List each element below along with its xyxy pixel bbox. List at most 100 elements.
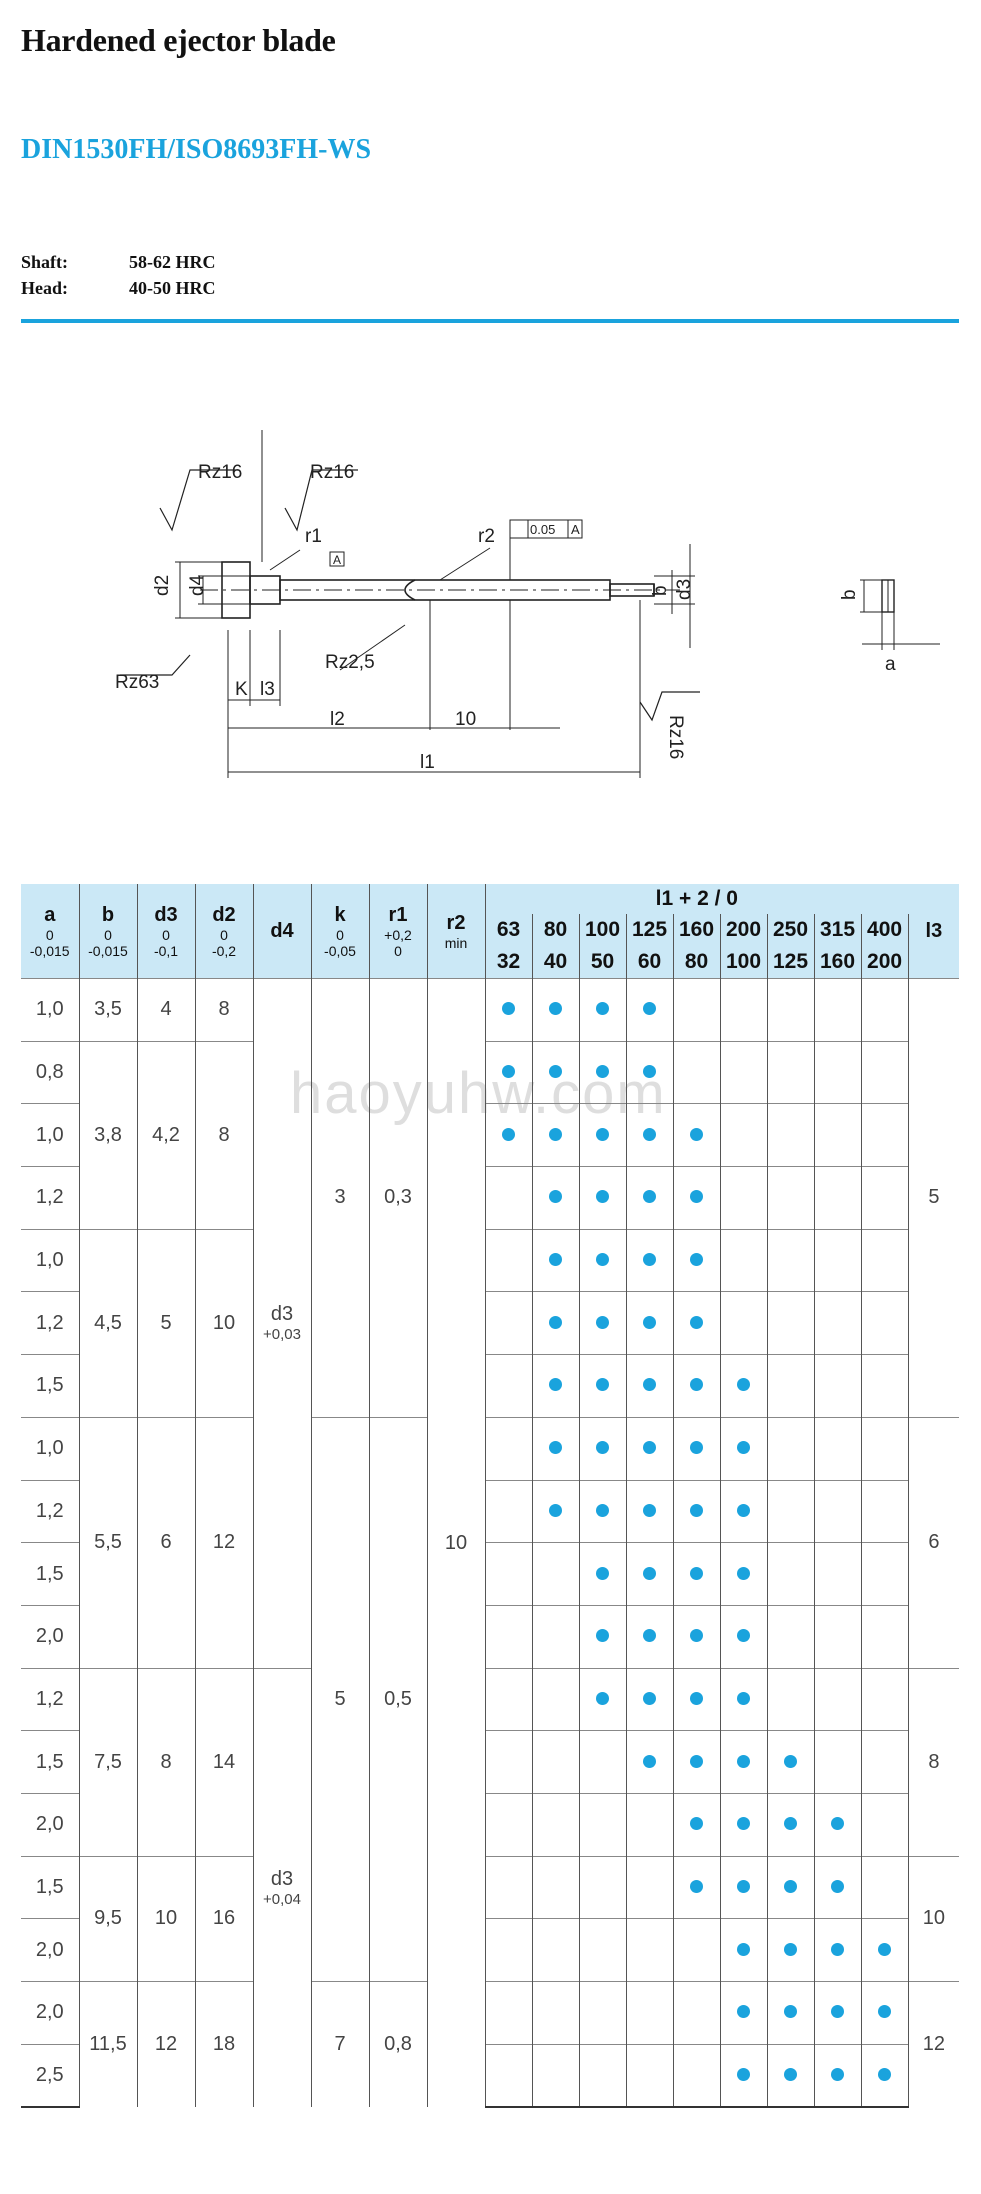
cell-availability bbox=[579, 1166, 627, 1230]
cell-availability bbox=[861, 1730, 909, 1794]
availability-dot bbox=[690, 1378, 703, 1392]
availability-dot bbox=[596, 1441, 609, 1455]
cell-availability bbox=[673, 1166, 721, 1230]
l1-value-header: 400 bbox=[861, 914, 909, 946]
cell-availability bbox=[579, 1228, 627, 1292]
availability-dot bbox=[690, 1190, 703, 1204]
cell-availability bbox=[673, 1416, 721, 1480]
cell-availability bbox=[485, 1981, 533, 2045]
availability-dot bbox=[643, 1190, 656, 1204]
cell-a: 1,5 bbox=[21, 1354, 80, 1418]
cell-availability bbox=[579, 1416, 627, 1480]
cell-availability bbox=[673, 1479, 721, 1543]
cell-availability bbox=[626, 1166, 674, 1230]
cell-availability bbox=[673, 1981, 721, 2045]
availability-dot bbox=[596, 1127, 609, 1141]
availability-dot bbox=[596, 1503, 609, 1517]
availability-dot bbox=[878, 1942, 892, 1956]
d4-label: d3 bbox=[270, 1303, 294, 1326]
cell-availability bbox=[673, 1228, 721, 1292]
datum-label: A bbox=[333, 553, 341, 567]
availability-dot bbox=[737, 1942, 750, 1956]
spec-head-label: Head: bbox=[21, 278, 68, 298]
availability-dot bbox=[596, 1253, 609, 1267]
cell-availability bbox=[673, 1040, 721, 1104]
cell-availability bbox=[720, 1542, 768, 1606]
availability-dot bbox=[643, 1065, 656, 1079]
availability-dot bbox=[549, 1378, 562, 1392]
cell-availability bbox=[532, 1354, 580, 1418]
cell-a: 1,0 bbox=[21, 1103, 80, 1167]
cell-a: 1,0 bbox=[21, 1416, 80, 1480]
availability-dot bbox=[737, 1629, 750, 1643]
cell-b: 5,5 bbox=[79, 1416, 138, 1669]
cell-availability bbox=[626, 2043, 674, 2109]
cell-availability bbox=[861, 1542, 909, 1606]
cell-availability bbox=[814, 1479, 862, 1543]
availability-dot bbox=[596, 1691, 609, 1705]
l1-value-header: 80 bbox=[532, 914, 580, 946]
cell-availability bbox=[673, 1730, 721, 1794]
cell-d2: 10 bbox=[195, 1228, 254, 1418]
cell-availability bbox=[861, 1479, 909, 1543]
availability-dot bbox=[690, 1754, 703, 1768]
cell-availability bbox=[626, 1228, 674, 1292]
cell-availability bbox=[861, 1103, 909, 1167]
availability-dot bbox=[643, 1378, 656, 1392]
availability-dot bbox=[690, 1817, 703, 1831]
cell-availability bbox=[767, 1354, 815, 1418]
cell-availability bbox=[767, 1667, 815, 1731]
cell-availability bbox=[532, 1604, 580, 1669]
availability-dot bbox=[690, 1691, 703, 1705]
cell-availability bbox=[579, 1040, 627, 1104]
cell-availability bbox=[814, 1542, 862, 1606]
cell-availability bbox=[767, 1792, 815, 1857]
cell-l3: 6 bbox=[908, 1416, 960, 1669]
l2-value-header: 200 bbox=[861, 946, 909, 979]
cell-availability bbox=[626, 1730, 674, 1794]
cell-availability bbox=[626, 1918, 674, 1982]
cell-a: 2,0 bbox=[21, 1918, 80, 1982]
r2-label: r2 bbox=[478, 526, 495, 547]
cell-availability bbox=[579, 1291, 627, 1355]
cell-availability bbox=[861, 2043, 909, 2109]
cell-availability bbox=[485, 1604, 533, 1669]
availability-dot bbox=[596, 1629, 609, 1643]
cell-availability bbox=[579, 1918, 627, 1982]
availability-dot bbox=[690, 1629, 703, 1643]
spec-shaft-label: Shaft: bbox=[21, 252, 69, 272]
cell-r1: 0,3 bbox=[369, 978, 428, 1418]
cell-availability bbox=[814, 2043, 862, 2109]
cell-availability bbox=[485, 1479, 533, 1543]
availability-dot bbox=[690, 1879, 703, 1893]
cell-availability bbox=[720, 1479, 768, 1543]
cell-r1: 0,5 bbox=[369, 1416, 428, 1982]
cell-availability bbox=[814, 1981, 862, 2045]
cell-d3: 4 bbox=[137, 978, 196, 1042]
availability-dot bbox=[643, 1754, 656, 1768]
cell-availability bbox=[767, 1416, 815, 1480]
cell-availability bbox=[767, 1604, 815, 1669]
table-row: 1,2 bbox=[21, 1166, 959, 1230]
cell-availability bbox=[814, 1855, 862, 1919]
cell-b: 11,5 bbox=[79, 1981, 138, 2108]
cell-d2: 12 bbox=[195, 1416, 254, 1669]
cell-availability bbox=[579, 1103, 627, 1167]
spec-head: Head:40-50 HRC bbox=[21, 278, 216, 299]
l1-value-header: 250 bbox=[767, 914, 815, 946]
availability-dot bbox=[737, 1566, 750, 1580]
rz16-label-3: Rz16 bbox=[665, 715, 686, 759]
availability-dot bbox=[549, 1315, 562, 1329]
availability-dot bbox=[502, 1065, 515, 1079]
cell-k: 5 bbox=[311, 1416, 370, 1982]
cell-availability bbox=[673, 1354, 721, 1418]
cell-availability bbox=[861, 1792, 909, 1857]
cell-availability bbox=[814, 1354, 862, 1418]
availability-dot bbox=[690, 1127, 703, 1141]
